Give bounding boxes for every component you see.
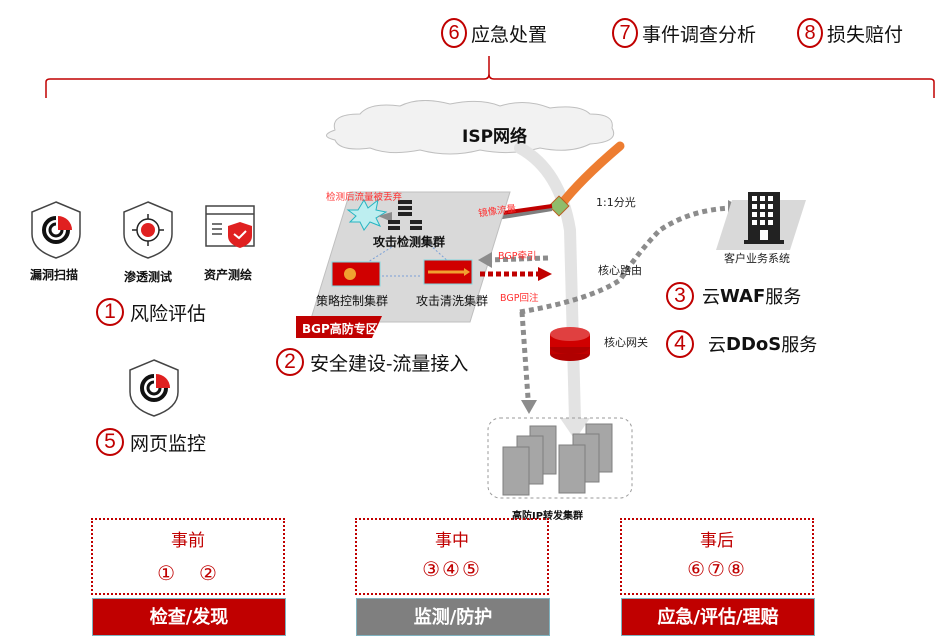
top-brace [45,56,935,98]
phase-before-box: 事前 ① ② [91,518,285,595]
penetration-test-target-icon [123,201,173,259]
forward-line [519,311,531,399]
phase-numbers: ③④⑤ [422,557,482,581]
top-item-label: 事件调查分析 [642,23,757,46]
phase-after-bar: 应急/评估/理赔 [621,598,815,636]
core-router-label: 核心路由 [598,264,642,277]
core-route-line [519,205,731,315]
bgp-return-label: BGP回注 [500,293,539,304]
forward-cluster-box [487,417,633,499]
ddos-bold: DDoS [726,333,782,355]
number-badge: 8 [797,18,823,48]
risk-assessment-label: 1 风险评估 [96,298,206,326]
phase-title: 事前 [171,531,205,551]
phase-numbers: ① ② [157,561,219,585]
phase-title: 事后 [700,531,734,551]
number-badge: 5 [96,428,124,456]
icon-caption: 漏洞扫描 [29,268,78,282]
main-trunk-line [514,142,581,426]
customer-label: 客户业务系统 [724,252,790,265]
icon-caption: 渗透测试 [123,270,172,284]
number-badge: 1 [96,298,124,326]
risk-assessment-text: 风险评估 [130,302,207,325]
forward-cluster-label: 高防IP转发集群 [512,511,584,522]
customer-building-icon [716,192,806,250]
top-item-label: 应急处置 [471,23,548,46]
top-item-label: 损失赔付 [827,23,904,46]
web-monitor-label: 5 网页监控 [96,428,206,456]
number-badge: 7 [612,18,638,48]
top-item-emergency: 6 应急处置 [441,18,547,48]
network-diagram [296,100,806,499]
forward-server-icons [502,423,613,496]
core-gateway-icon [550,327,590,361]
number-badge: 6 [441,18,467,48]
top-item-compensation: 8 损失赔付 [797,18,903,48]
number-badge: 2 [276,348,304,376]
phase-numbers: ⑥⑦⑧ [687,557,747,581]
dropped-note: 检测后流量被丢弃 [326,192,403,203]
phase-before-bar: 检查/发现 [92,598,286,636]
detect-server-icon [388,200,422,230]
split-label: 1:1分光 [596,196,636,209]
trunk-arrow-head [560,418,590,440]
security-build-text: 安全建设-流量接入 [310,352,469,375]
core-gateway-label: 核心网关 [604,336,648,349]
policy-control-icon [331,261,381,287]
policy-cluster-label: 策略控制集群 [316,294,389,308]
zone-banner-shape [296,316,382,338]
top-item-investigation: 7 事件调查分析 [612,18,756,48]
clean-cluster-label: 攻击清洗集群 [416,294,489,308]
cleaning-device-icon [423,259,473,285]
phase-during-bar: 监测/防护 [356,598,550,636]
icon-caption: 资产测绘 [203,268,252,282]
ddos-prefix: 云 [708,335,726,356]
cloud-label: ISP网络 [462,127,528,147]
phase-after-box: 事后 ⑥⑦⑧ [620,518,814,595]
splitter-icon [548,195,570,217]
zone-banner: BGP高防专区 [302,322,378,336]
web-monitor-text: 网页监控 [130,432,207,455]
explosion-icon [346,198,388,231]
phase-during-box: 事中 ③④⑤ [355,518,549,595]
ddos-suffix: 服务 [781,335,818,356]
waf-prefix: 云 [702,287,720,308]
waf-bold: WAF [720,285,766,307]
bgp-pull-label: BGP牵引 [498,251,537,262]
number-badge: 3 [666,282,694,310]
asset-mapping-window-icon [205,205,255,248]
number-badge: 4 [666,330,694,358]
waf-suffix: 服务 [765,287,802,308]
detect-cluster-label: 攻击检测集群 [373,235,446,249]
web-monitor-shield-icon [129,359,179,417]
bgp-pull-arrow [487,255,549,263]
bgp-zone-platform [309,191,511,323]
cloud-icon [326,100,615,155]
phase-title: 事中 [435,531,469,551]
vulnerability-scan-shield-icon [31,201,81,259]
security-build-label: 2 安全建设-流量接入 [276,348,468,376]
